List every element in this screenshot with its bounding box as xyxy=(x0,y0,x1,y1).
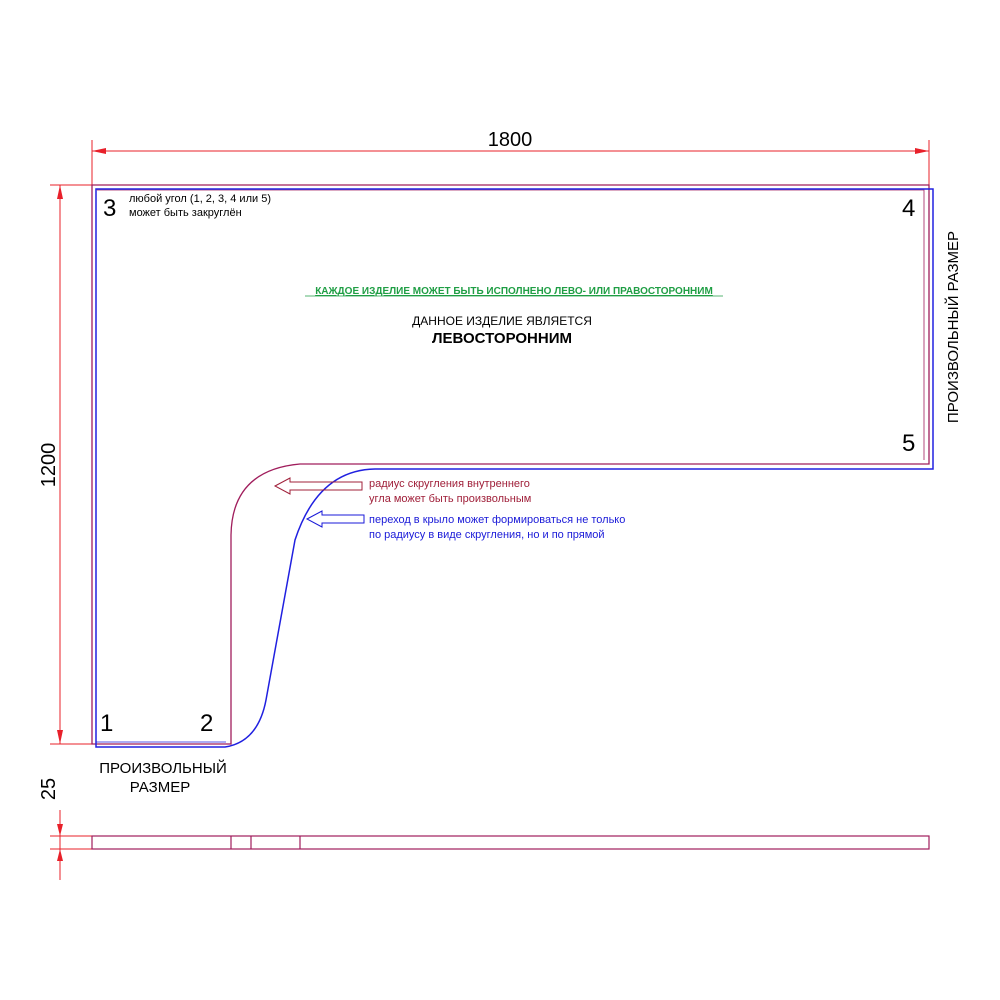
transition-note-arrow xyxy=(305,510,365,528)
width-dimension-text: 1800 xyxy=(488,129,533,151)
corner-number-1: 1 xyxy=(100,710,113,737)
width-arrow-right xyxy=(915,148,929,154)
transition-note-line-1: переход в крыло может формироваться не т… xyxy=(369,514,625,526)
dimension-lines xyxy=(50,140,930,880)
tabletop-outline-blue xyxy=(95,188,934,748)
radius-note-arrow xyxy=(273,477,363,495)
corner-number-5: 5 xyxy=(902,430,915,457)
side-view xyxy=(91,835,930,850)
thickness-arrow-top xyxy=(57,824,63,836)
height-arrow-bottom xyxy=(57,730,63,744)
tabletop-inner-red xyxy=(97,189,925,460)
arbitrary-size-bottom-line-2: РАЗМЕР xyxy=(130,779,190,796)
thickness-dimension-text: 25 xyxy=(38,778,60,800)
tabletop-outline-red xyxy=(91,184,930,745)
orientation-line-1: ДАННОЕ ИЗДЕЛИЕ ЯВЛЯЕТСЯ xyxy=(412,314,592,328)
thickness-arrow-bottom xyxy=(57,849,63,861)
height-dimension-text: 1200 xyxy=(38,443,60,488)
corner-number-3: 3 xyxy=(103,195,116,222)
orientation-line-2: ЛЕВОСТОРОННИМ xyxy=(432,330,572,347)
height-arrow-top xyxy=(57,185,63,199)
corner-note-line-2: может быть закруглён xyxy=(129,207,242,219)
arbitrary-size-right-label: ПРОИЗВОЛЬНЫЙ РАЗМЕР xyxy=(944,231,962,423)
arbitrary-size-bottom-line-1: ПРОИЗВОЛЬНЫЙ xyxy=(99,759,227,777)
radius-note-line-2: угла может быть произвольным xyxy=(369,493,531,505)
corner-number-4: 4 xyxy=(902,195,915,222)
width-arrow-left xyxy=(92,148,106,154)
corner-note-line-1: любой угол (1, 2, 3, 4 или 5) xyxy=(129,193,271,205)
corner-number-2: 2 xyxy=(200,710,213,737)
side-view-strip xyxy=(91,835,930,850)
transition-note-line-2: по радиусу в виде скругления, но и по пр… xyxy=(369,529,605,541)
radius-note-line-1: радиус скругления внутреннего xyxy=(369,478,530,490)
variant-note: КАЖДОЕ ИЗДЕЛИЕ МОЖЕТ БЫТЬ ИСПОЛНЕНО ЛЕВО… xyxy=(315,286,713,297)
